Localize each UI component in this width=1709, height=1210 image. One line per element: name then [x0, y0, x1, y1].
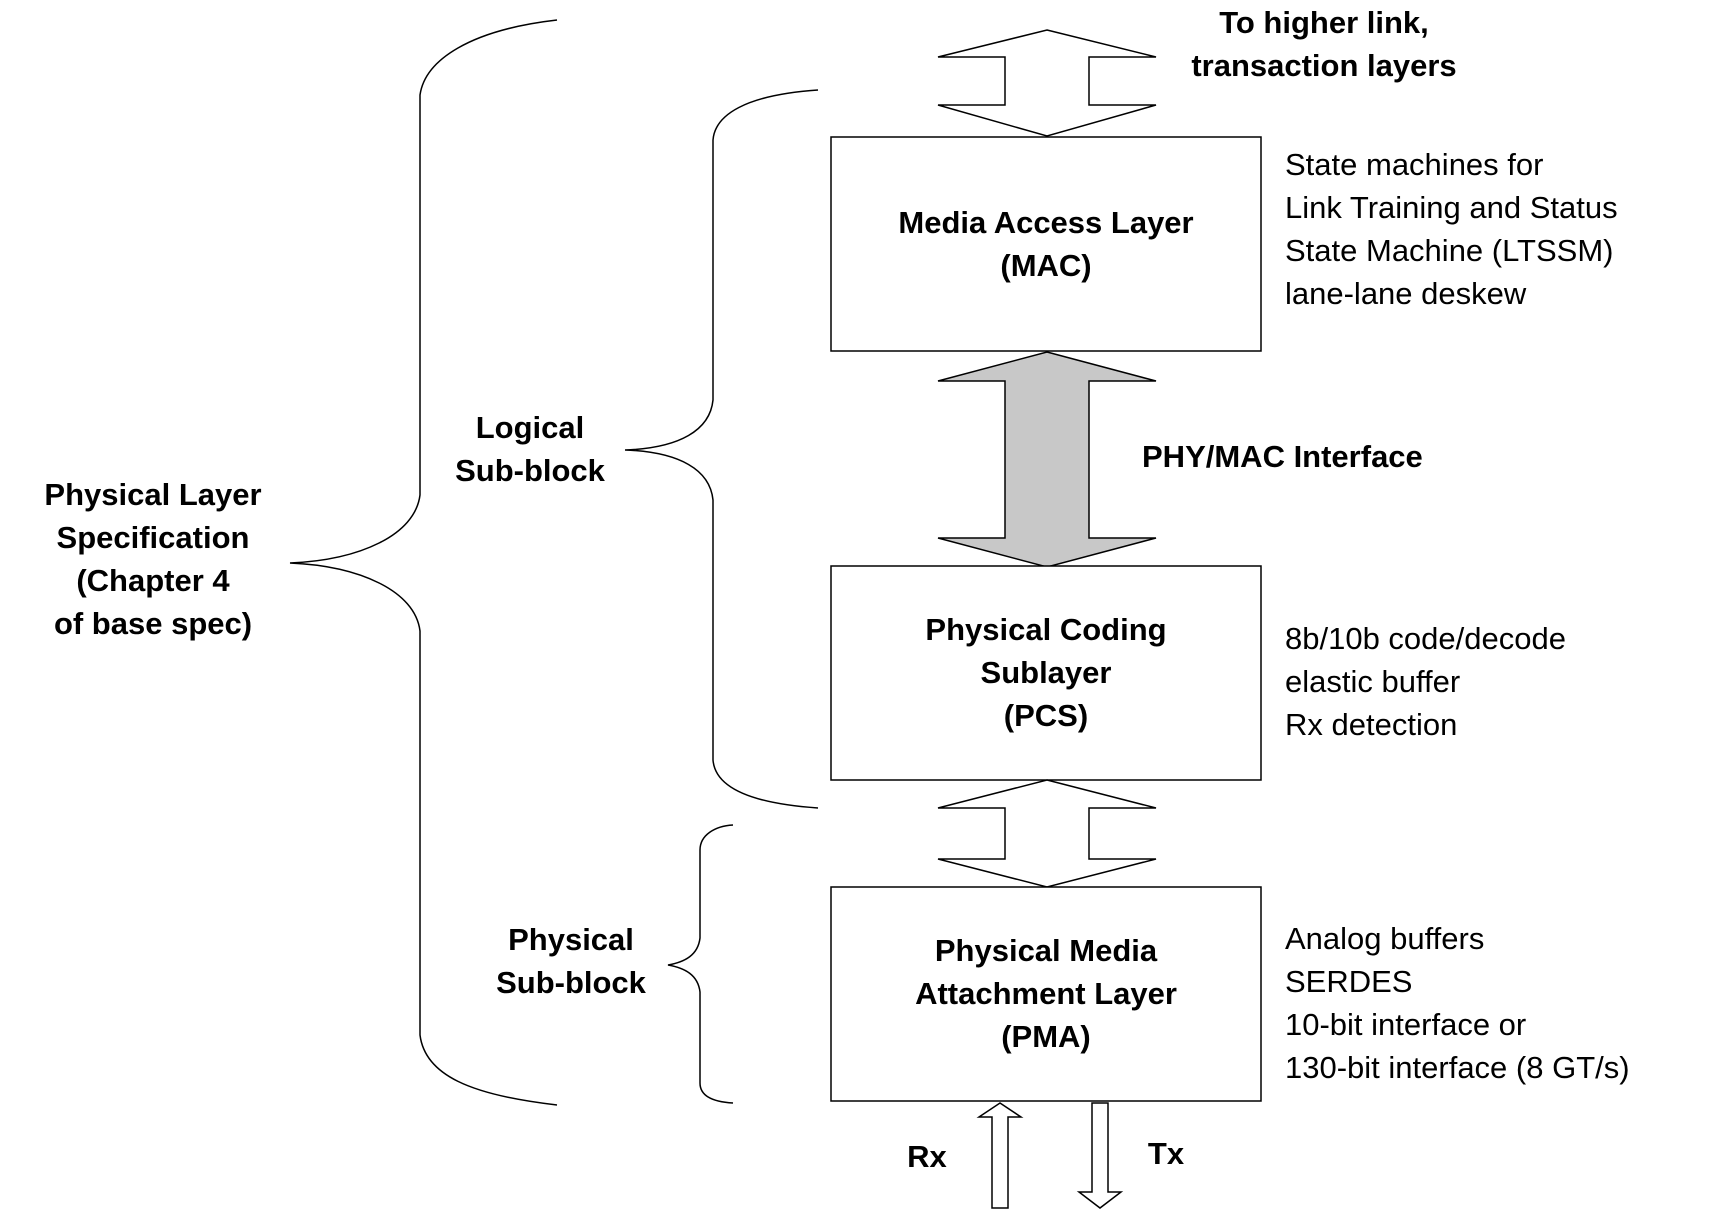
mac-block	[830, 136, 1262, 352]
phy-mac-interface-label: PHY/MAC Interface	[1142, 439, 1423, 474]
rx-label: Rx	[907, 1139, 947, 1174]
pcs-block-title-line2: Sublayer	[981, 655, 1112, 690]
pcs-note-3: Rx detection	[1285, 707, 1457, 742]
logical-sub-block-label-line1: Logical	[476, 410, 585, 445]
top-arrow-label-line1: To higher link,	[1219, 5, 1429, 40]
pma-note-4: 130-bit interface (8 GT/s)	[1285, 1050, 1630, 1085]
physical-layer-spec-label-line1: Physical Layer	[44, 477, 261, 512]
physical-layer-spec-label-line4: of base spec)	[54, 606, 252, 641]
pcs-note-2: elastic buffer	[1285, 664, 1460, 699]
pcs-block	[830, 565, 1262, 781]
top-double-arrow	[937, 29, 1157, 137]
pma-block	[830, 886, 1262, 1102]
rx-arrow	[976, 1102, 1024, 1209]
pcs-note-1: 8b/10b code/decode	[1285, 621, 1566, 656]
physical-sub-block-label-line2: Sub-block	[496, 965, 647, 1000]
mac-note-4: lane-lane deskew	[1285, 276, 1527, 311]
mac-note-3: State Machine (LTSSM)	[1285, 233, 1613, 268]
pcs-block-title-line1: Physical Coding	[925, 612, 1166, 647]
pma-block-title-line3: (PMA)	[1001, 1019, 1091, 1054]
physical-sub-block-brace	[667, 824, 734, 1104]
tx-label: Tx	[1148, 1136, 1185, 1171]
mac-block-title-line1: Media Access Layer	[898, 205, 1193, 240]
pcs-block-title-line3: (PCS)	[1004, 698, 1088, 733]
physical-layer-spec-brace	[289, 19, 558, 1106]
physical-layer-spec-label-line2: Specification	[57, 520, 250, 555]
physical-sub-block-label-line1: Physical	[508, 922, 634, 957]
phy-mac-interface-arrow	[937, 351, 1157, 568]
mac-note-1: State machines for	[1285, 147, 1543, 182]
logical-sub-block-brace	[624, 89, 819, 809]
pma-note-2: SERDES	[1285, 964, 1412, 999]
logical-sub-block-label-line2: Sub-block	[455, 453, 606, 488]
tx-arrow	[1076, 1102, 1124, 1209]
pma-block-title-line1: Physical Media	[935, 933, 1158, 968]
pma-block-title-line2: Attachment Layer	[915, 976, 1177, 1011]
pma-note-1: Analog buffers	[1285, 921, 1484, 956]
pcs-pma-double-arrow	[937, 779, 1157, 888]
mac-block-title-line2: (MAC)	[1000, 248, 1091, 283]
physical-layer-spec-label-line3: (Chapter 4	[76, 563, 230, 598]
pma-note-3: 10-bit interface or	[1285, 1007, 1526, 1042]
mac-note-2: Link Training and Status	[1285, 190, 1618, 225]
top-arrow-label-line2: transaction layers	[1191, 48, 1456, 83]
